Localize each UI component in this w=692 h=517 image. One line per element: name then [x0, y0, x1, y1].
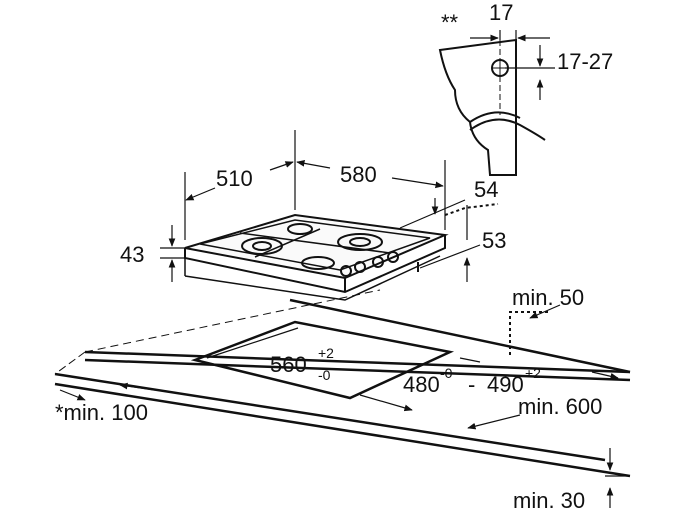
dimension-labels: ** 17 17-27 510 580 43 54 53 min. 50 560… — [55, 0, 613, 513]
label-width-580: 580 — [340, 162, 377, 187]
hob-dimensions — [160, 130, 499, 282]
label-cutout-560-plus: +2 — [318, 345, 334, 361]
worktop-dimensions — [59, 304, 630, 508]
label-min-50: min. 50 — [512, 285, 584, 310]
label-depth-53: 53 — [482, 228, 506, 253]
label-min-100: *min. 100 — [55, 400, 148, 425]
worktop — [54, 289, 631, 478]
hob-appliance — [184, 213, 449, 301]
label-width-510: 510 — [216, 166, 253, 191]
label-height-43: 43 — [120, 242, 144, 267]
label-cutout-480: 480 — [403, 372, 440, 397]
label-min-600: min. 600 — [518, 394, 602, 419]
worktop-cutout — [190, 320, 455, 400]
label-cutout-dash: - — [468, 372, 475, 397]
label-cutout-560: 560 — [270, 352, 307, 377]
label-bracket-range: 17-27 — [557, 49, 613, 74]
label-depth-54: 54 — [474, 177, 498, 202]
bracket-dimensions — [470, 30, 555, 100]
label-min-30: min. 30 — [513, 488, 585, 513]
label-cutout-490: 490 — [487, 372, 524, 397]
label-cutout-560-minus: -0 — [318, 367, 331, 383]
label-bracket-width: 17 — [489, 0, 513, 25]
mounting-bracket — [438, 38, 546, 176]
label-cutout-480-sup: -0 — [440, 365, 453, 381]
label-double-star: ** — [441, 10, 459, 35]
label-cutout-490-sup: +2 — [525, 365, 541, 381]
